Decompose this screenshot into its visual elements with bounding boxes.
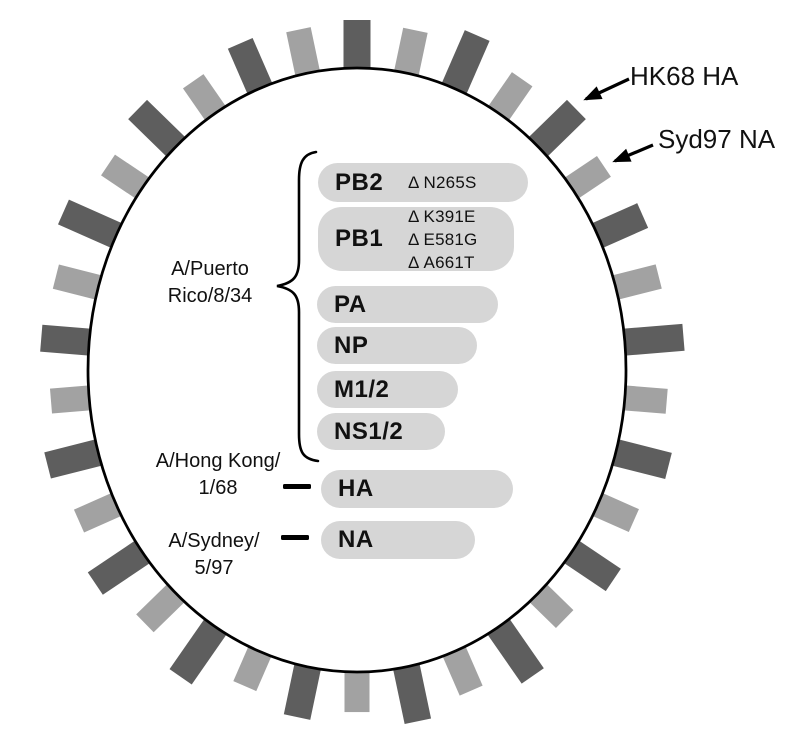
strain-label-hong-kong: A/Hong Kong/ 1/68	[140, 448, 296, 502]
segment-pb1-label: PB1	[335, 225, 384, 252]
ha-spike	[57, 199, 130, 252]
strain-label-puerto-rico-line1: A/Puerto	[171, 258, 249, 280]
strain-label-hong-kong-line1: A/Hong Kong/	[155, 450, 281, 472]
strain-label-sydney-line1: A/Sydney/	[168, 530, 260, 552]
ha-spike	[44, 437, 111, 479]
segment-pb1: PB1 Δ K391E Δ E581G Δ A661T	[318, 205, 514, 274]
ha-spike	[438, 30, 490, 103]
strain-label-sydney-line2: 5/97	[194, 557, 234, 579]
ha-spike	[603, 437, 672, 480]
segment-np-label: NP	[334, 331, 369, 359]
na-callout-arrow-head	[612, 148, 632, 163]
segment-m12-label: M1/2	[334, 375, 390, 403]
strain-label-puerto-rico: A/Puerto Rico/8/34	[145, 256, 275, 310]
segment-pa-label: PA	[334, 290, 367, 318]
segment-pb1-mutation-2: Δ E581G	[408, 229, 478, 249]
strain-label-sydney: A/Sydney/ 5/97	[139, 528, 289, 582]
na-spike	[286, 27, 322, 85]
strain-label-hong-kong-line2: 1/68	[198, 477, 238, 499]
segment-na: NA	[321, 521, 475, 559]
ha-spike	[169, 611, 232, 685]
ha-spike	[40, 324, 100, 357]
ha-callout-arrow-head	[583, 86, 603, 101]
sydney-dash	[281, 535, 309, 540]
na-spike-callout-label: Syd97 NA	[658, 124, 776, 154]
segment-pb2: PB2 Δ N265S	[318, 163, 528, 202]
hong-kong-dash	[283, 484, 311, 489]
segment-pb1-mutations: Δ K391E Δ E581G Δ A661T	[408, 205, 477, 274]
segment-ns12-label: NS1/2	[334, 417, 404, 445]
strain-label-puerto-rico-line2: Rico/8/34	[167, 285, 253, 307]
segment-m12: M1/2	[317, 371, 458, 408]
segment-ha-label: HA	[338, 475, 374, 502]
segment-ns12: NS1/2	[317, 413, 445, 450]
segment-pb1-mutation-3: Δ A661T	[408, 252, 475, 272]
puerto-rico-brace	[276, 150, 320, 463]
ha-spike	[482, 611, 544, 684]
ha-spike	[614, 323, 685, 357]
na-spike	[614, 384, 668, 414]
segment-pb1-mutation-1: Δ K391E	[408, 206, 476, 226]
segment-pa: PA	[317, 286, 498, 323]
segment-na-label: NA	[338, 526, 374, 553]
segment-pb2-mutation: Δ N265S	[408, 173, 477, 192]
ha-spike	[283, 655, 323, 720]
segment-np: NP	[317, 327, 477, 364]
segment-ha: HA	[321, 470, 513, 508]
na-spike	[392, 27, 428, 85]
ha-spike-callout-label: HK68 HA	[630, 61, 739, 91]
ha-spike	[391, 655, 432, 725]
segment-pb2-label: PB2	[335, 168, 384, 196]
na-spike	[49, 384, 100, 414]
